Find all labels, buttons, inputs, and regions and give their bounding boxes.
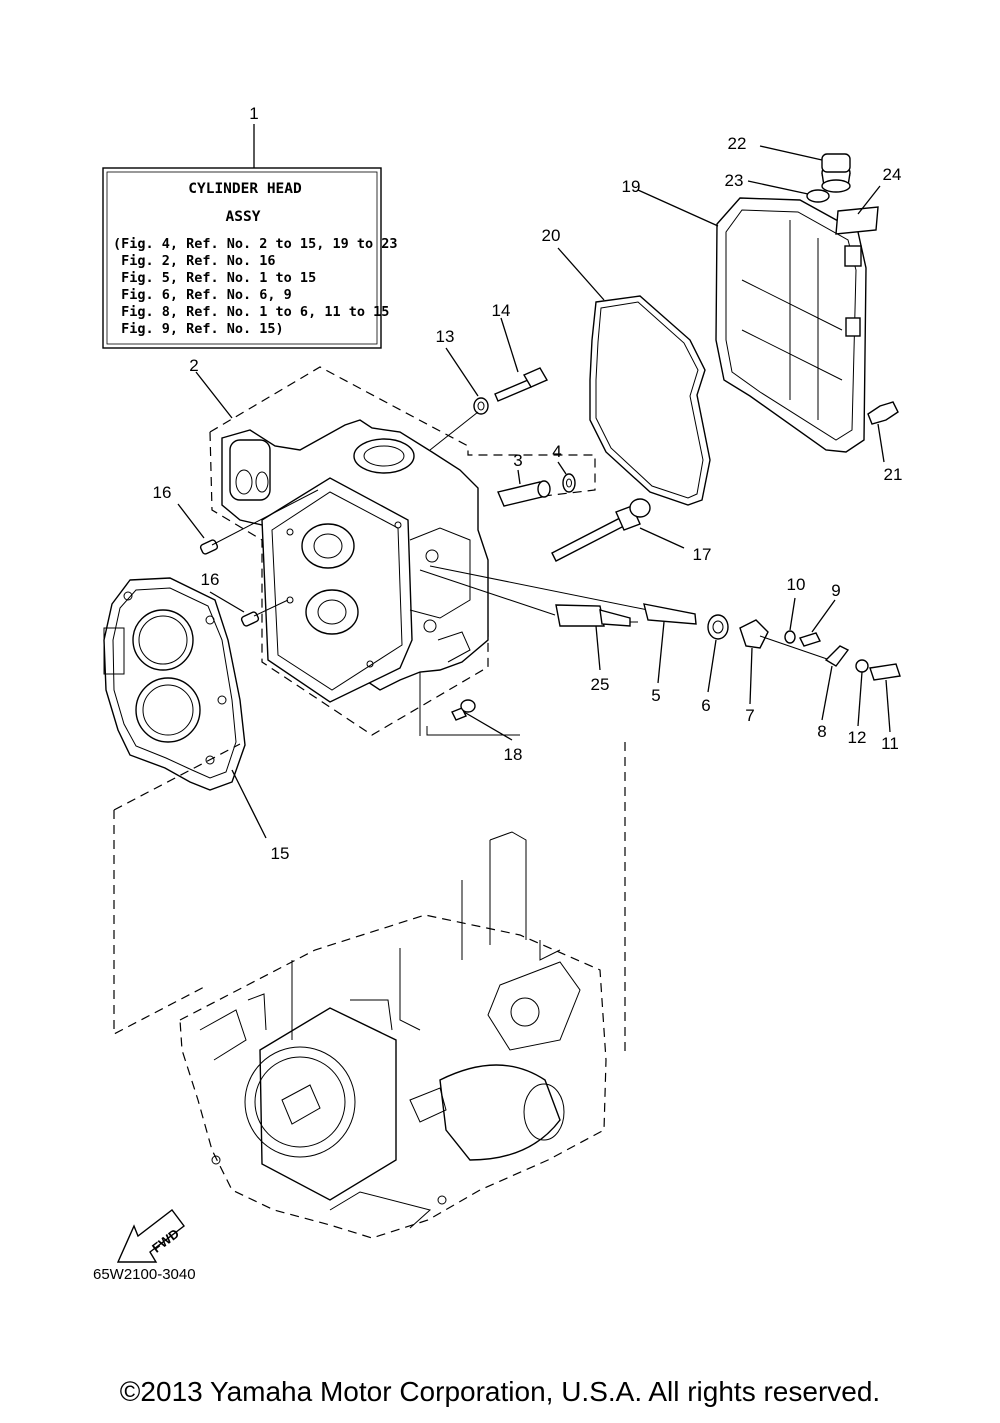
box-ref-line: Fig. 2, Ref. No. 16 <box>113 253 276 269</box>
box-title-line2: ASSY <box>226 209 261 225</box>
callout-13: 13 <box>436 327 455 346</box>
box-title-line1: CYLINDER HEAD <box>188 181 302 197</box>
box-ref-line: Fig. 8, Ref. No. 1 to 6, 11 to 15 <box>113 304 389 320</box>
callout-24: 24 <box>883 165 902 184</box>
callout-18: 18 <box>504 745 523 764</box>
callout-11: 11 <box>881 734 899 753</box>
callout-16a: 16 <box>153 483 172 502</box>
callout-23: 23 <box>725 171 744 190</box>
callout-numbers: 1 2 3 4 5 6 7 8 9 10 11 12 13 14 15 16 1… <box>153 104 903 863</box>
callout-5: 5 <box>651 686 660 705</box>
callout-17: 17 <box>693 545 712 564</box>
callout-7: 7 <box>745 706 754 725</box>
callout-9: 9 <box>831 581 840 600</box>
box-ref-line: Fig. 5, Ref. No. 1 to 15 <box>113 270 316 286</box>
leader-lines <box>177 145 891 839</box>
callout-21: 21 <box>884 465 903 484</box>
callout-25: 25 <box>591 675 610 694</box>
anode-and-cover-group <box>429 565 901 681</box>
callout-3: 3 <box>513 451 522 470</box>
head-gasket <box>103 577 246 791</box>
spark-plug <box>419 569 638 627</box>
callout-4: 4 <box>552 442 561 461</box>
callout-20: 20 <box>542 226 561 245</box>
fwd-arrow: FWD <box>116 1209 185 1263</box>
callout-10: 10 <box>787 575 806 594</box>
diagram-code: 65W2100-3040 <box>93 1266 196 1283</box>
callout-1: 1 <box>249 104 258 123</box>
callout-14: 14 <box>492 301 511 320</box>
cylinder-head-assy-box: CYLINDER HEAD ASSY (Fig. 4, Ref. No. 2 t… <box>102 124 397 349</box>
bolt-17 <box>551 498 651 562</box>
callout-6: 6 <box>701 696 710 715</box>
callout-12: 12 <box>848 728 867 747</box>
copyright-notice: ©2013 Yamaha Motor Corporation, U.S.A. A… <box>119 1376 881 1407</box>
cylinder-head-cover <box>715 153 899 453</box>
assembly-outlines <box>209 366 596 736</box>
box-ref-line: Fig. 6, Ref. No. 6, 9 <box>113 287 292 303</box>
callout-2: 2 <box>189 356 198 375</box>
callout-8: 8 <box>817 722 826 741</box>
callout-19: 19 <box>622 177 641 196</box>
cylinder-head <box>221 419 489 703</box>
cylinder-block <box>113 742 626 1239</box>
dowel-pins <box>199 489 319 627</box>
bolt-and-plugs-group <box>429 367 576 507</box>
callout-22: 22 <box>728 134 747 153</box>
callout-16b: 16 <box>201 570 220 589</box>
callout-15: 15 <box>271 844 290 863</box>
box-ref-line: Fig. 9, Ref. No. 15) <box>113 321 284 337</box>
cover-gasket <box>589 295 711 506</box>
small-bolts <box>451 699 476 721</box>
box-ref-line: (Fig. 4, Ref. No. 2 to 15, 19 to 23 <box>113 236 397 252</box>
